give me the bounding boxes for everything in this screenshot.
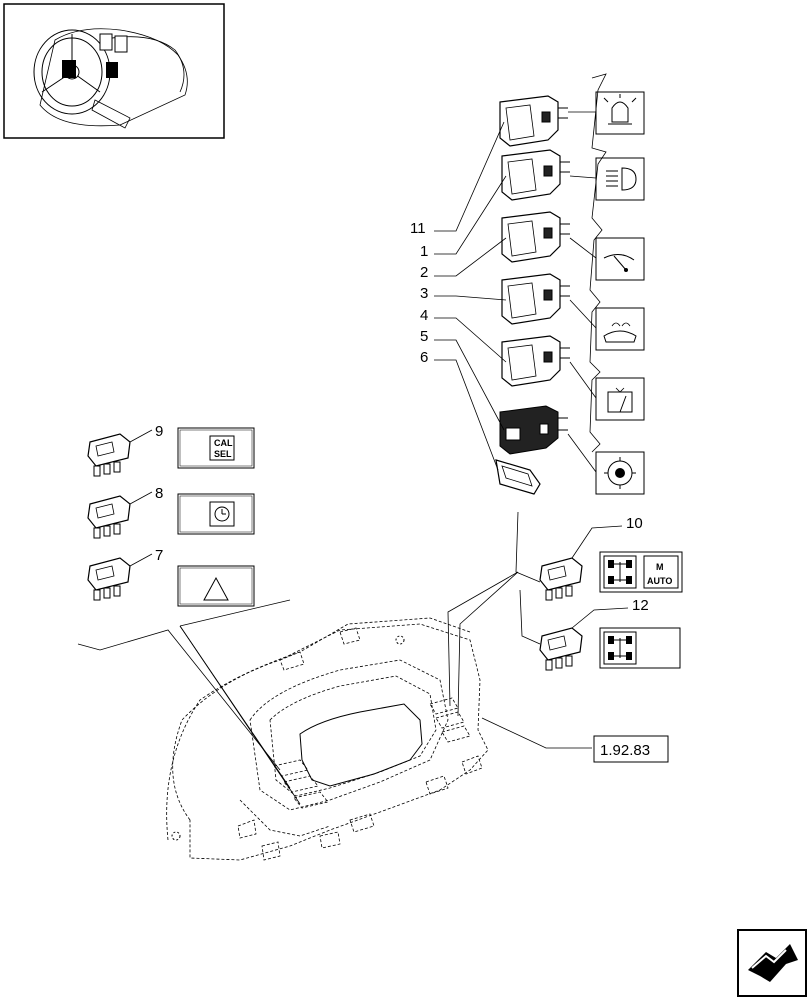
switch-stack: [495, 95, 570, 495]
left-symbol-boxes: CAL SEL: [177, 427, 255, 607]
switch-2: [501, 211, 570, 263]
switch-9: [87, 429, 153, 477]
pto-icon: [604, 457, 636, 489]
switch-cover-6: [495, 459, 541, 495]
front-wiper-icon: [603, 254, 635, 272]
callout-2: 2: [420, 264, 428, 281]
callout-11: 11: [410, 220, 426, 237]
reference-label: 1.92.83: [600, 742, 650, 759]
clock-icon: [214, 506, 230, 522]
callout-labels: 11 1 2 3 4 5 6 9 8 7 10 12: [155, 220, 649, 614]
next-page-button[interactable]: [737, 929, 807, 997]
locator-thumbnail: [3, 3, 225, 139]
auto-label: AUTO: [647, 576, 672, 586]
console-leaders: [77, 511, 592, 805]
switch-10: [539, 525, 623, 601]
switch-11: [499, 95, 568, 147]
rotating-beacon-icon: [603, 94, 637, 125]
callout-5: 5: [420, 328, 428, 345]
switch-7: [87, 553, 153, 601]
cal-label: CAL: [214, 438, 233, 448]
m-label: M: [656, 562, 664, 572]
front-washer-icon: [603, 322, 637, 343]
next-page-arrow-icon: [748, 944, 798, 982]
right-lower-switches: M AUTO: [539, 525, 683, 671]
callout-9: 9: [155, 423, 163, 440]
switch-12: [539, 607, 629, 671]
sel-label: SEL: [214, 449, 232, 459]
four-wheel-drive-icon: [603, 555, 637, 589]
callout-1: 1: [420, 243, 428, 260]
switch-1: [501, 149, 570, 201]
switch-4: [501, 335, 570, 387]
headlight-icon: [606, 167, 637, 191]
symbol-boxes: [595, 91, 645, 495]
callout-7: 7: [155, 547, 163, 564]
callout-8: 8: [155, 485, 163, 502]
leader-lines: [434, 121, 507, 471]
callout-10: 10: [626, 515, 643, 532]
callout-6: 6: [420, 349, 428, 366]
callout-12: 12: [632, 597, 649, 614]
switch-5: [499, 405, 568, 455]
switch-8: [87, 491, 153, 539]
rear-wiper-icon: [607, 387, 633, 413]
callout-4: 4: [420, 307, 428, 324]
bracket-lines: [567, 73, 607, 473]
left-switches: [87, 429, 153, 601]
console-housing: [166, 617, 489, 861]
diff-lock-icon: [603, 631, 637, 665]
hazard-triangle-icon: [203, 576, 229, 601]
callout-3: 3: [420, 285, 428, 302]
reference-box: 1.92.83: [593, 735, 669, 763]
switch-3: [501, 273, 570, 325]
